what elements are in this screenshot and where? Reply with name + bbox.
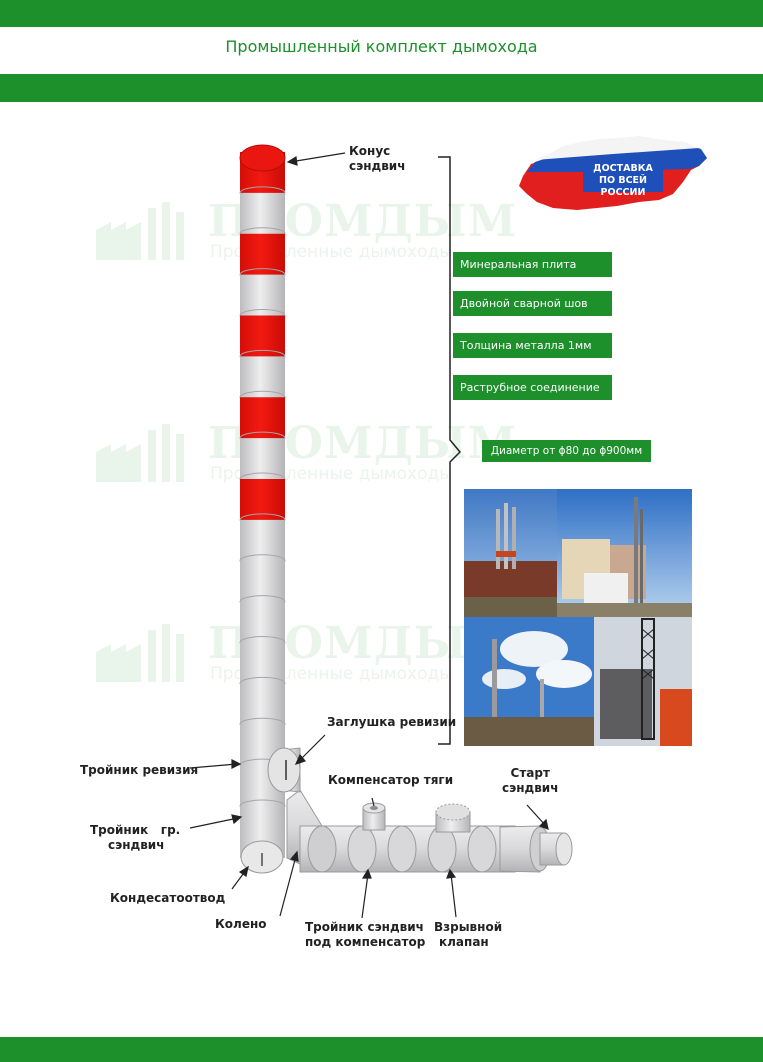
chimney-segment <box>240 642 285 685</box>
photo-tower-building <box>594 617 692 746</box>
label-tee-gr: Тройник гр.сэндвич <box>90 823 181 852</box>
chimney-segment <box>240 397 285 440</box>
factory-icon <box>96 202 184 260</box>
diameter-badge: Диаметр от ϕ80 до ϕ900мм <box>482 440 651 462</box>
feature-item: Минеральная плита IZOVOL <box>453 252 612 296</box>
delivery-badge: ДОСТАВКА ПО ВСЕЙ РОССИИ <box>593 163 653 198</box>
chimney-segment <box>240 356 285 399</box>
revision-cap <box>267 747 301 793</box>
label-tee-revision: Тройник ревизия <box>80 763 199 777</box>
factory-icon <box>96 624 184 682</box>
photo-boiler-house <box>464 489 557 617</box>
factory-icon <box>96 424 184 482</box>
feature-item: Двойной сварной шов <box>453 291 612 316</box>
top-green-band <box>0 0 763 27</box>
chimney-segment <box>240 683 285 726</box>
header-green-band <box>0 74 763 102</box>
label-elbow: Колено <box>215 917 267 931</box>
label-draft-compensator: Компенсатор тяги <box>328 773 454 787</box>
horizontal-pipe-run <box>286 789 573 873</box>
chimney-segment <box>240 274 285 317</box>
label-arrows <box>189 152 549 919</box>
chimney-segment <box>240 233 285 276</box>
project-photos <box>464 489 692 746</box>
chimney-segment <box>240 560 285 603</box>
feature-item: Толщина металла 1мм <box>453 333 612 358</box>
chimney-segment <box>240 192 285 235</box>
chimney-segment <box>240 601 285 644</box>
photo-city-chimney <box>557 489 692 617</box>
feature-bracket <box>438 156 462 745</box>
photo-chimney-clouds <box>464 617 594 746</box>
page-title: Промышленный комплект дымохода <box>225 37 538 56</box>
chimney-segment <box>240 479 285 521</box>
cone-top <box>239 144 286 172</box>
feature-item: Раструбное соединение <box>453 375 612 400</box>
chimney-column <box>239 144 286 858</box>
chimney-segment <box>240 519 285 562</box>
russia-map-icon <box>519 136 707 210</box>
label-revision-cap: Заглушка ревизии <box>327 715 457 729</box>
chimney-segment <box>240 438 285 480</box>
footer-green-band <box>0 1037 763 1062</box>
label-condensate: Кондесатоотвод <box>110 891 226 905</box>
chimney-segment <box>240 315 285 358</box>
